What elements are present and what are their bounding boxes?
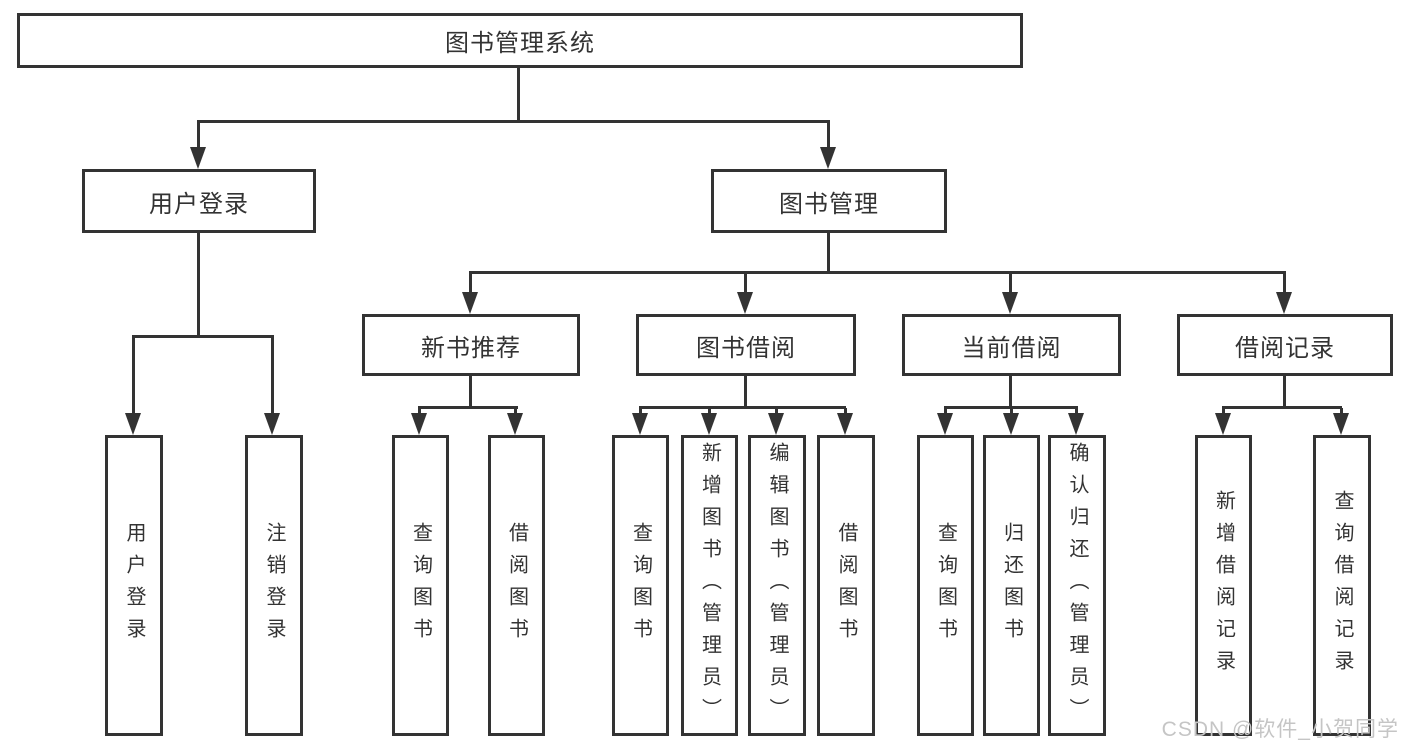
leaf-label: 用户登录 bbox=[123, 521, 145, 650]
arrow-down-icon bbox=[1276, 292, 1292, 314]
leaf-label: 借阅图书 bbox=[505, 521, 528, 650]
node-user-login: 用户登录 bbox=[82, 169, 316, 233]
leaf-query-books-current: 查询图书 bbox=[917, 435, 974, 736]
arrow-down-icon bbox=[837, 413, 853, 435]
arrow-down-icon bbox=[1068, 413, 1084, 435]
arrow-down-icon bbox=[411, 413, 427, 435]
connector-line bbox=[639, 406, 846, 409]
leaf-label: 新增图书（管理员） bbox=[698, 441, 721, 730]
arrow-down-icon bbox=[1333, 413, 1349, 435]
connector-line bbox=[469, 374, 472, 406]
arrow-down-icon bbox=[820, 147, 836, 169]
connector-line bbox=[1283, 273, 1286, 293]
leaf-return-book: 归还图书 bbox=[983, 435, 1040, 736]
connector-line bbox=[418, 408, 421, 414]
arrow-down-icon bbox=[632, 413, 648, 435]
connector-line bbox=[1222, 406, 1342, 409]
leaf-user-login: 用户登录 bbox=[105, 435, 163, 736]
leaf-borrow-books-borrowing: 借阅图书 bbox=[817, 435, 875, 736]
leaf-borrow-books-recommend: 借阅图书 bbox=[488, 435, 545, 736]
connector-line bbox=[197, 231, 200, 335]
node-borrowing-records: 借阅记录 bbox=[1177, 314, 1393, 376]
connector-line bbox=[1222, 408, 1225, 414]
connector-line bbox=[827, 231, 830, 271]
leaf-label: 新增借阅记录 bbox=[1212, 489, 1235, 682]
leaf-add-borrow-record: 新增借阅记录 bbox=[1195, 435, 1252, 736]
connector-line bbox=[775, 408, 778, 414]
connector-line bbox=[944, 408, 947, 414]
connector-line bbox=[1009, 273, 1012, 293]
connector-line bbox=[1283, 374, 1286, 406]
connector-line bbox=[517, 66, 520, 120]
csdn-watermark: CSDN @软件_小贺同学 bbox=[1161, 718, 1399, 741]
connector-line bbox=[132, 337, 135, 413]
arrow-down-icon bbox=[701, 413, 717, 435]
arrow-down-icon bbox=[768, 413, 784, 435]
connector-line bbox=[1075, 408, 1078, 414]
connector-line bbox=[514, 408, 517, 414]
arrow-down-icon bbox=[1002, 292, 1018, 314]
leaf-label: 查询图书 bbox=[629, 521, 652, 650]
connector-line bbox=[744, 273, 747, 293]
arrow-down-icon bbox=[125, 413, 141, 435]
connector-line bbox=[844, 408, 847, 414]
node-book-borrowing: 图书借阅 bbox=[636, 314, 856, 376]
arrow-down-icon bbox=[507, 413, 523, 435]
connector-line bbox=[1010, 408, 1013, 414]
connector-line bbox=[827, 122, 830, 148]
connector-line bbox=[944, 406, 1078, 409]
leaf-query-books-recommend: 查询图书 bbox=[392, 435, 449, 736]
connector-line bbox=[1340, 408, 1343, 414]
leaf-label: 查询图书 bbox=[934, 521, 957, 650]
leaf-label: 确认归还（管理员） bbox=[1066, 441, 1088, 730]
node-library-management-system: 图书管理系统 bbox=[17, 13, 1023, 68]
leaf-label: 注销登录 bbox=[263, 521, 285, 650]
connector-line bbox=[744, 374, 747, 406]
arrow-down-icon bbox=[462, 292, 478, 314]
arrow-down-icon bbox=[1215, 413, 1231, 435]
node-current-borrowing: 当前借阅 bbox=[902, 314, 1121, 376]
leaf-query-borrow-record: 查询借阅记录 bbox=[1313, 435, 1371, 736]
arrow-down-icon bbox=[737, 292, 753, 314]
leaf-label: 归还图书 bbox=[1000, 521, 1023, 650]
leaf-label: 编辑图书（管理员） bbox=[766, 441, 788, 730]
arrow-down-icon bbox=[264, 413, 280, 435]
arrow-down-icon bbox=[1003, 413, 1019, 435]
connector-line bbox=[271, 337, 274, 413]
connector-line bbox=[132, 335, 274, 338]
connector-line bbox=[418, 406, 518, 409]
node-new-book-recommendation: 新书推荐 bbox=[362, 314, 580, 376]
leaf-confirm-return-admin: 确认归还（管理员） bbox=[1048, 435, 1106, 736]
connector-line bbox=[1009, 374, 1012, 406]
leaf-edit-book-admin: 编辑图书（管理员） bbox=[748, 435, 806, 736]
connector-line bbox=[197, 122, 200, 148]
arrow-down-icon bbox=[937, 413, 953, 435]
connector-line bbox=[708, 408, 711, 414]
connector-line bbox=[197, 120, 830, 123]
leaf-label: 查询借阅记录 bbox=[1331, 489, 1353, 682]
connector-line bbox=[639, 408, 642, 414]
node-book-management: 图书管理 bbox=[711, 169, 947, 233]
connector-line bbox=[469, 271, 1286, 274]
leaf-label: 查询图书 bbox=[409, 521, 432, 650]
leaf-label: 借阅图书 bbox=[835, 521, 857, 650]
leaf-add-book-admin: 新增图书（管理员） bbox=[681, 435, 738, 736]
leaf-query-books-borrowing: 查询图书 bbox=[612, 435, 669, 736]
connector-line bbox=[469, 273, 472, 293]
leaf-logout: 注销登录 bbox=[245, 435, 303, 736]
arrow-down-icon bbox=[190, 147, 206, 169]
